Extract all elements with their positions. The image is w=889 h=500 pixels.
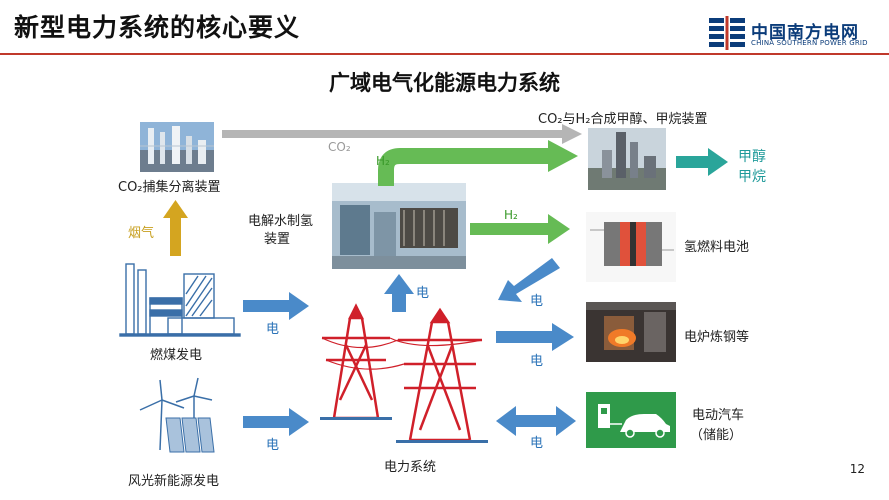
furnace-image bbox=[586, 302, 676, 362]
fuel-cell-label: 氢燃料电池 bbox=[684, 240, 750, 255]
diagram-title: 广域电气化能源电力系统 bbox=[329, 71, 560, 95]
co2-flow-arrow bbox=[222, 124, 582, 144]
h2-mid-arrow bbox=[470, 214, 570, 244]
coal-power-label: 燃煤发电 bbox=[150, 348, 203, 363]
tower-base-left bbox=[320, 417, 392, 420]
elec-to-furnace-arrow bbox=[496, 323, 574, 351]
logo-chinese: 中国南方电网 bbox=[751, 23, 859, 43]
furnace-label: 电炉炼钢等 bbox=[684, 330, 750, 345]
page-title: 新型电力系统的核心要义 bbox=[14, 13, 301, 42]
h2-mid-label: H₂ bbox=[504, 208, 518, 222]
grid-label: 电力系统 bbox=[384, 460, 437, 475]
tower-base-right bbox=[396, 440, 488, 443]
ev-label-2: （储能） bbox=[690, 428, 743, 443]
header-divider bbox=[0, 53, 889, 55]
elec-to-electrolysis-label: 电 bbox=[416, 286, 430, 301]
smoke-label: 烟气 bbox=[128, 226, 155, 241]
elec-from-coal-label: 电 bbox=[266, 322, 280, 337]
elec-ev-bidirectional-arrow bbox=[496, 406, 576, 436]
h2-upper-arrow bbox=[378, 140, 578, 186]
solar-panel-icon bbox=[165, 417, 215, 453]
electrolysis-image bbox=[332, 183, 466, 269]
elec-from-coal-arrow bbox=[243, 292, 309, 320]
elec-from-wind-label: 电 bbox=[266, 438, 280, 453]
elec-from-fuel-cell-label: 电 bbox=[530, 294, 544, 309]
smoke-arrow bbox=[163, 200, 188, 256]
co2-capture-image bbox=[140, 122, 214, 172]
brand-logo bbox=[707, 16, 747, 50]
ev-label-1: 电动汽车 bbox=[692, 408, 745, 423]
h2-upper-label: H₂ bbox=[376, 154, 390, 168]
elec-ev-label: 电 bbox=[530, 436, 544, 451]
electrolysis-label-1: 电解水制氢 bbox=[248, 214, 314, 229]
methanol-output-arrow bbox=[676, 148, 728, 176]
electric-car-icon bbox=[586, 392, 676, 448]
wind-solar-label: 风光新能源发电 bbox=[128, 474, 220, 489]
elec-to-electrolysis-arrow bbox=[384, 274, 414, 312]
page-number: 12 bbox=[849, 462, 865, 476]
logo-english: CHINA SOUTHERN POWER GRID bbox=[751, 39, 868, 47]
transmission-tower-icon bbox=[321, 303, 483, 442]
synthesis-image bbox=[588, 128, 666, 190]
csg-logo-icon bbox=[709, 16, 745, 50]
co2-capture-label: CO₂捕集分离装置 bbox=[118, 180, 221, 195]
methanol-label: 甲醇 bbox=[738, 149, 766, 165]
fuel-cell-image bbox=[586, 212, 676, 282]
elec-from-wind-arrow bbox=[243, 408, 309, 436]
coal-plant-icon bbox=[119, 263, 241, 337]
elec-from-fuel-cell-arrow bbox=[498, 258, 560, 302]
elec-to-furnace-label: 电 bbox=[530, 354, 544, 369]
co2-flow-label: CO₂ bbox=[328, 140, 351, 154]
synthesis-label: CO₂与H₂合成甲醇、甲烷装置 bbox=[538, 112, 708, 127]
methane-label: 甲烷 bbox=[738, 169, 766, 185]
electrolysis-label-2: 装置 bbox=[264, 232, 291, 247]
